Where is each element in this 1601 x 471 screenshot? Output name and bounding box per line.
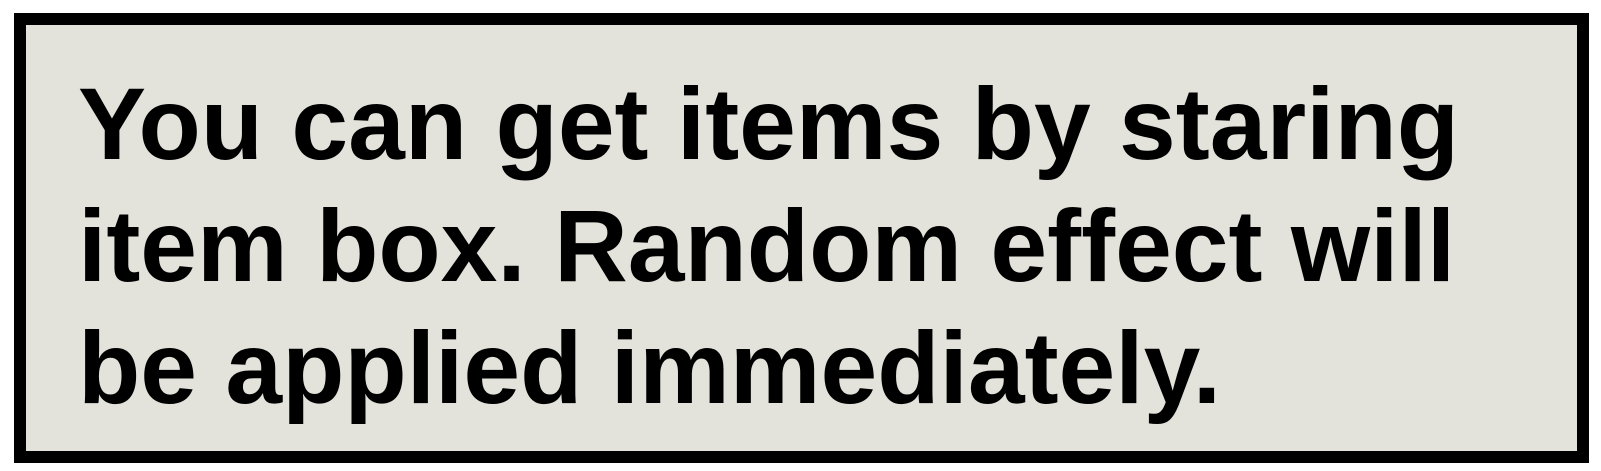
tutorial-message-text: You can get items by staring item box. R… — [78, 63, 1558, 429]
message-line-3: be applied immediately. — [78, 311, 1222, 425]
message-line-1: You can get items by staring — [78, 67, 1460, 181]
tutorial-message-box: You can get items by staring item box. R… — [14, 13, 1589, 463]
message-line-2: item box. Random effect will — [78, 189, 1456, 303]
